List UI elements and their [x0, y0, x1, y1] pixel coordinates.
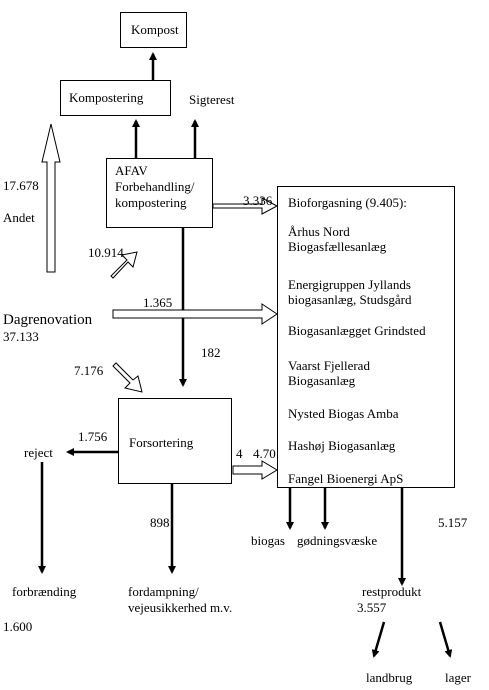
plant-energigruppen-1: Energigruppen Jyllands [288, 277, 411, 292]
value-1756: 1.756 [78, 429, 108, 444]
forbraending-label: forbrænding [12, 584, 77, 599]
landbrug-label: landbrug [366, 670, 413, 685]
plant-vaarst-2: Biogasanlæg [288, 373, 356, 388]
value-7176: 7.176 [74, 363, 104, 378]
biogas-label: biogas [251, 533, 285, 548]
afav-label-2: Forbehandling/ [115, 179, 195, 194]
plant-vaarst-1: Vaarst Fjellerad [288, 358, 370, 373]
afav-label-1: AFAV [115, 163, 148, 178]
sigterest-label: Sigterest [189, 92, 235, 107]
box-kompost: Kompost [120, 12, 187, 48]
plant-grindsted: Biogasanlægget Grindsted [288, 323, 426, 338]
box-afav: AFAV Forbehandling/ kompostering [106, 158, 213, 228]
kompost-label: Kompost [131, 22, 179, 37]
afav-label-3: kompostering [115, 195, 187, 210]
value-898: 898 [150, 515, 170, 530]
andet-label: Andet [3, 210, 35, 225]
fordampning-label-1: fordampning/ [128, 584, 199, 599]
box-forsortering: Forsortering [118, 398, 232, 484]
arrow-restprodukt-to-lager [438, 621, 453, 658]
kompostering-label: Kompostering [69, 90, 144, 105]
plant-nysted: Nysted Biogas Amba [288, 406, 399, 421]
hollow-arrow-7176 [112, 362, 143, 393]
value-1365: 1.365 [143, 295, 173, 310]
plant-aarhus-1: Århus Nord [288, 224, 350, 239]
hollow-arrow-forsortering-to-bio [232, 460, 278, 480]
reject-label: reject [24, 445, 53, 460]
hollow-arrow-10914 [110, 251, 138, 279]
value-4: 4 [236, 446, 243, 461]
arrow-restprodukt-to-landbrug [371, 621, 386, 658]
plant-aarhus-2: Biogasfællesanlæg [288, 239, 387, 254]
value-10914: 10.914 [88, 245, 124, 260]
restprodukt-value: 3.557 [357, 600, 387, 615]
lager-label: lager [445, 670, 471, 685]
dagrenovation-label: Dagrenovation [3, 312, 93, 328]
value-3336: 3.336 [243, 193, 273, 208]
value-5157: 5.157 [438, 515, 468, 530]
forsortering-label: Forsortering [129, 435, 194, 450]
fordampning-label-2: vejeusikkerhed m.v. [128, 600, 233, 615]
hollow-arrow-afav-to-bio [212, 197, 279, 215]
godningsvaeske-label: gødningsvæske [297, 533, 378, 548]
plant-energigruppen-2: biogasanlæg, Studsgård [288, 292, 412, 307]
plant-hashoj: Hashøj Biogasanlæg [288, 438, 396, 453]
dagrenovation-value: 37.133 [3, 329, 39, 344]
forbraending-value: 1.600 [3, 619, 33, 634]
value-470: 4.70 [253, 446, 276, 461]
plant-fangel: Fangel Bioenergi ApS [288, 471, 404, 486]
bioforgasning-title: Bioforgasning (9.405): [288, 195, 407, 210]
hollow-arrow-dagrenovation [112, 303, 278, 325]
hollow-arrow-andet-up [41, 123, 61, 273]
andet-value: 17.678 [3, 178, 39, 193]
box-kompostering: Kompostering [60, 80, 171, 116]
box-bioforgasning: Bioforgasning (9.405): Århus Nord Biogas… [277, 186, 455, 488]
value-182: 182 [201, 345, 221, 360]
restprodukt-label: restprodukt [362, 584, 422, 599]
